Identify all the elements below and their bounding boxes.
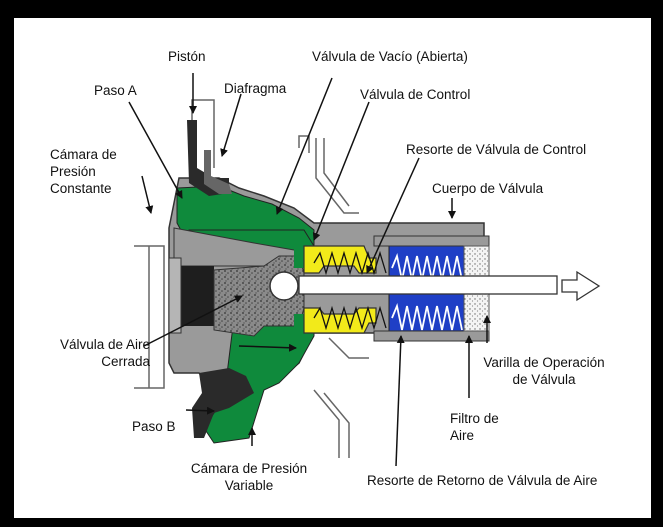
valve-body-gray-top (373, 235, 490, 247)
leader-lines (128, 73, 491, 467)
diagram-canvas: Pistón Paso A Diafragma Válvula de Vacío… (14, 18, 651, 518)
label-resorte-retorno: Resorte de Retorno de Válvula de Aire (367, 473, 598, 488)
label-valvula-vacio: Válvula de Vacío (Abierta) (312, 49, 468, 64)
push-arrow (561, 270, 601, 302)
piston-plate (204, 150, 232, 194)
diaphragm-bottom (192, 368, 254, 438)
label-piston: Pistón (168, 49, 206, 64)
label-resorte-valvula-control: Resorte de Válvula de Control (406, 142, 587, 157)
front-face (168, 257, 182, 334)
operating-rod (298, 275, 558, 295)
label-paso-a: Paso A (94, 83, 137, 98)
label-camara-presion-variable: Cámara de Presión Variable (190, 461, 308, 493)
label-diafragma: Diafragma (224, 81, 287, 96)
control-valve-spring (313, 250, 387, 331)
air-valve-return-spring (391, 252, 463, 331)
label-valvula-aire-cerrada: Válvula de Aire Cerrada (59, 337, 150, 369)
diaphragm-top (187, 120, 229, 196)
label-varilla-operacion: Varilla de Operación de Válvula (483, 355, 605, 387)
housing-outline (134, 99, 369, 458)
label-camara-presion-constante: Cámara de Presión Constante (50, 147, 117, 196)
label-filtro-aire: Filtro de Aire (450, 411, 499, 443)
label-cuerpo-valvula: Cuerpo de Válvula (432, 181, 544, 196)
booster-valve-diagram (128, 73, 601, 467)
label-valvula-control: Válvula de Control (360, 87, 471, 102)
rod-ball (269, 271, 299, 301)
label-paso-b: Paso B (132, 419, 176, 434)
valve-body-gray-bottom (373, 330, 490, 342)
